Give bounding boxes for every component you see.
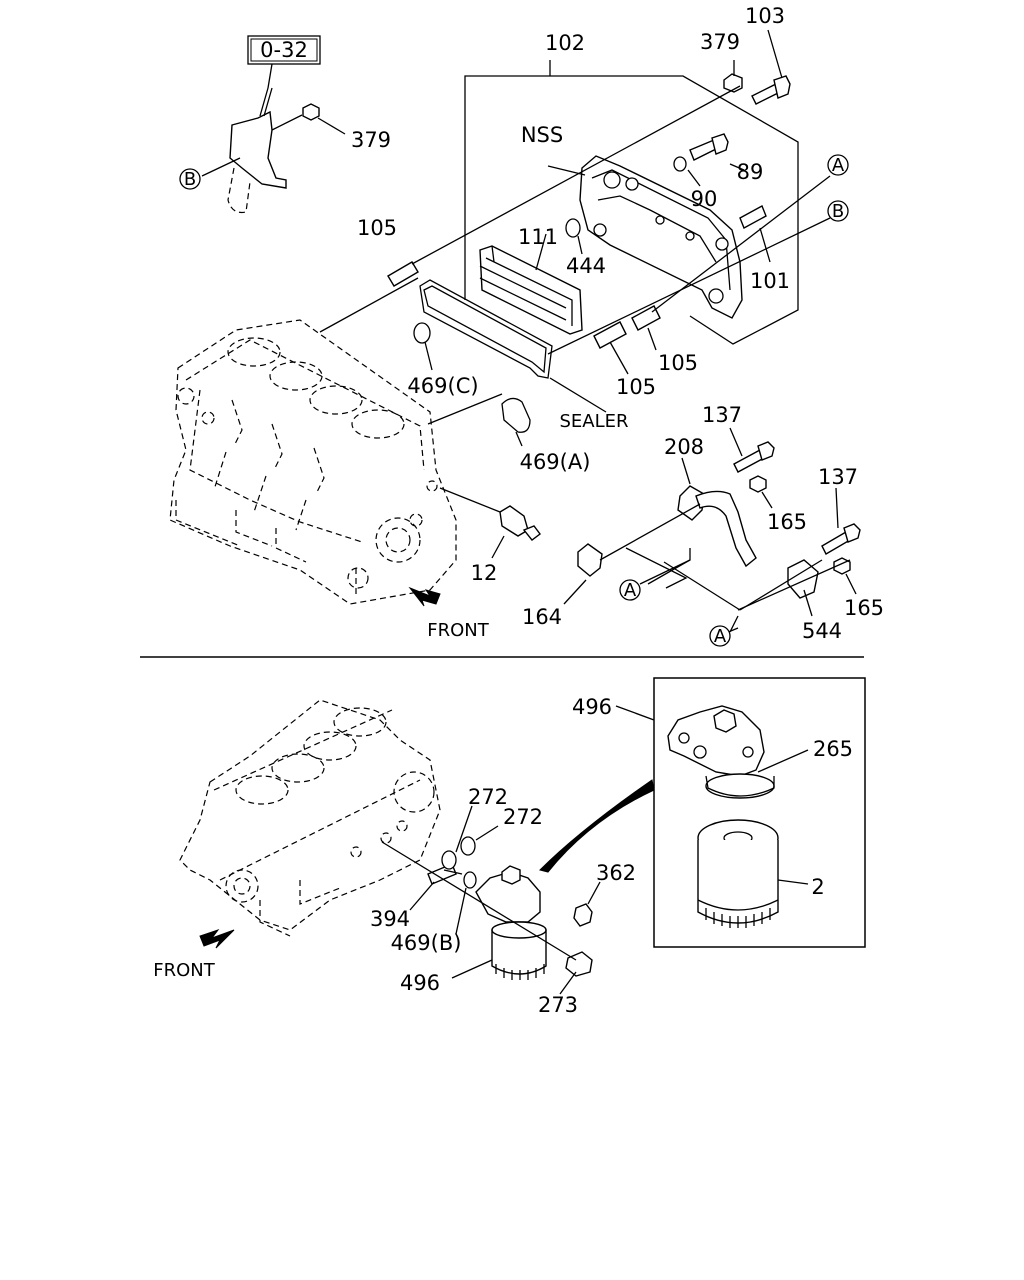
label-102: 102: [545, 31, 585, 55]
label-272-left: 272: [468, 785, 508, 809]
label-272-right: 272: [503, 805, 543, 829]
label-101: 101: [750, 269, 790, 293]
oil-pipe-assembly: [563, 427, 861, 639]
label-89: 89: [737, 160, 764, 184]
label-2: 2: [811, 875, 824, 899]
label-265: 265: [813, 737, 853, 761]
label-469c: 469(C): [407, 374, 478, 398]
label-208: 208: [664, 435, 704, 459]
label-165-upper: 165: [767, 510, 807, 534]
label-105-left: 105: [357, 216, 397, 240]
engine-block-top: [169, 319, 457, 605]
label-front-top: FRONT: [427, 620, 489, 641]
oil-pressure-switch: [439, 487, 541, 559]
label-164: 164: [522, 605, 562, 629]
svg-text:A: A: [624, 580, 637, 601]
label-496-top: 496: [572, 695, 612, 719]
label-137-lower: 137: [818, 465, 858, 489]
label-90: 90: [691, 187, 718, 211]
o-ring-444: [565, 218, 581, 238]
callout-a-top-right: A: [827, 154, 849, 176]
label-394: 394: [370, 907, 410, 931]
svg-text:B: B: [832, 201, 844, 222]
reference-box: 0-32: [247, 35, 321, 65]
label-front-bottom: FRONT: [153, 960, 215, 981]
label-165-lower: 165: [844, 596, 884, 620]
label-105-mid: 105: [616, 375, 656, 399]
label-sealer: SEALER: [559, 411, 628, 432]
label-nss: NSS: [521, 123, 563, 147]
label-469b: 469(B): [391, 931, 462, 955]
top-section: 0-32: [169, 4, 884, 647]
filter-assembly: [381, 836, 593, 980]
callout-a-mid: A: [619, 579, 641, 601]
label-496-bottom: 496: [400, 971, 440, 995]
label-12: 12: [471, 561, 498, 585]
engine-block-bottom: [179, 699, 441, 937]
label-469a: 469(A): [520, 450, 591, 474]
label-379-right: 379: [700, 30, 740, 54]
bottom-section: 496 265 2 272 272 362 394 469(B) 496 273…: [153, 677, 866, 1017]
cooler-assembly-bracket: [464, 60, 799, 345]
label-111: 111: [518, 225, 558, 249]
label-103: 103: [745, 4, 785, 28]
o-ring-469c: [413, 322, 431, 344]
leader-lines-bottom: [409, 705, 655, 995]
leader-lines-top: [319, 29, 831, 447]
filter-cartridge-detail: [697, 819, 809, 928]
reference-box-label: 0-32: [260, 38, 308, 62]
label-273: 273: [538, 993, 578, 1017]
oil-cooler-cover: [579, 155, 743, 319]
svg-text:B: B: [184, 169, 196, 190]
label-444: 444: [566, 254, 606, 278]
label-105-right: 105: [658, 351, 698, 375]
callout-b-top-right: B: [827, 200, 849, 222]
bolt-103: [723, 73, 791, 105]
thermostat-housing: [201, 63, 346, 214]
o-ring-469a: [501, 397, 531, 433]
label-362: 362: [596, 861, 636, 885]
label-379-left: 379: [351, 128, 391, 152]
callout-b-left: B: [179, 168, 201, 190]
label-137-upper: 137: [702, 403, 742, 427]
filter-head-detail: [667, 705, 809, 799]
front-arrow-top: [408, 586, 441, 607]
label-544: 544: [802, 619, 842, 643]
oil-cooler-element: [479, 245, 583, 335]
callout-a-bottom: A: [709, 625, 731, 647]
detail-pointer: [539, 779, 655, 873]
front-arrow-bottom: [199, 929, 235, 949]
svg-text:A: A: [832, 155, 845, 176]
svg-text:A: A: [714, 626, 727, 647]
cooler-gasket: [419, 279, 553, 379]
bolt-89: [673, 133, 729, 172]
